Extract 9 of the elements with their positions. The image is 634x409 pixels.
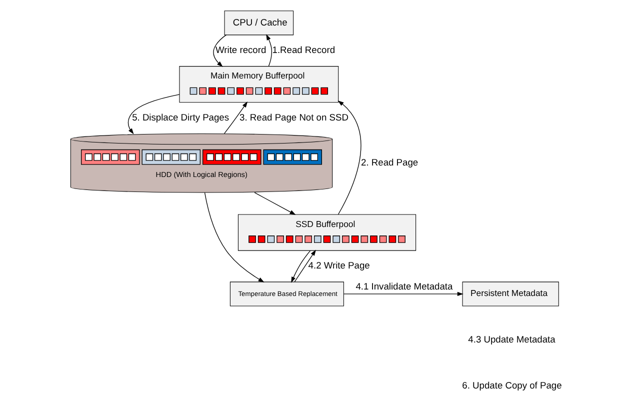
label: 4.3 Update Metadata bbox=[468, 334, 555, 344]
edge-label: 2. Read Page bbox=[360, 158, 418, 168]
edge-label: 5. Displace Dirty Pages bbox=[132, 112, 229, 123]
edge-label: 4.2 Write Page bbox=[308, 260, 370, 271]
label: 6. Update Copy of Page bbox=[462, 380, 562, 391]
edge-label: 4.1 Invalidate Metadata bbox=[355, 281, 452, 292]
edge-label: 3. Read Page Not on SSD bbox=[239, 112, 348, 123]
edge-label: 1.Read Record bbox=[272, 45, 335, 56]
edge-label: Write record bbox=[215, 45, 266, 56]
